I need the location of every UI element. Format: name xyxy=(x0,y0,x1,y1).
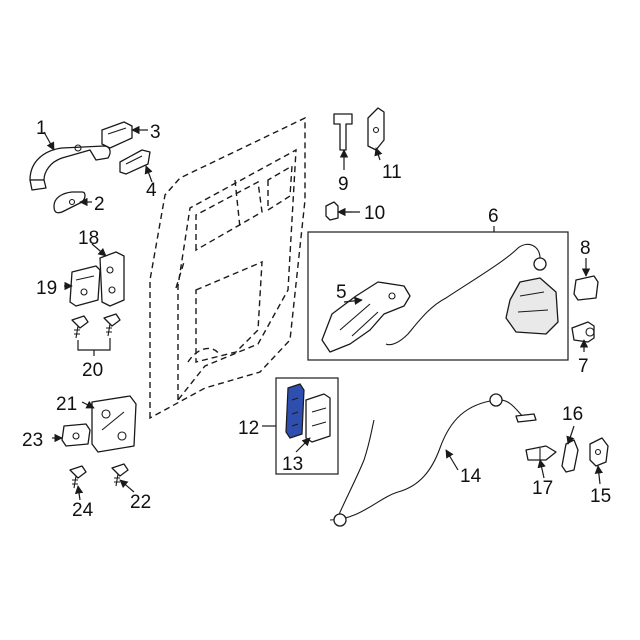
callout-leaders xyxy=(43,125,604,501)
callout-8: 8 xyxy=(580,238,591,259)
callout-11: 11 xyxy=(382,162,402,183)
cap-gasket xyxy=(119,149,151,175)
callout-7: 7 xyxy=(578,356,589,377)
callout-23: 23 xyxy=(22,430,43,451)
callout-20: 20 xyxy=(82,360,103,381)
callout-18: 18 xyxy=(78,228,99,249)
latch-bracket xyxy=(321,281,411,353)
callout-1: 1 xyxy=(36,118,47,139)
callout-17: 17 xyxy=(532,478,553,499)
door-frame-outline xyxy=(149,116,306,420)
lock-cable xyxy=(385,243,541,346)
cable-bracket xyxy=(589,437,609,467)
cylinder-clip xyxy=(573,275,599,301)
striker-bolt-left xyxy=(69,465,87,489)
cable-clip xyxy=(561,439,579,473)
callout-13: 13 xyxy=(282,454,303,475)
bolt xyxy=(325,201,352,221)
callout-9: 9 xyxy=(338,174,349,195)
callout-24: 24 xyxy=(72,500,94,521)
pivot-pin xyxy=(525,445,557,461)
callout-19: 19 xyxy=(36,278,57,299)
screw-pair xyxy=(71,313,121,339)
handle-cover-cap xyxy=(101,121,133,149)
handle-gasket xyxy=(53,191,86,214)
callout-5: 5 xyxy=(336,282,347,303)
lock-cylinder xyxy=(571,321,595,343)
callout-3: 3 xyxy=(150,122,161,143)
callout-labels: 1 2 3 4 5 6 7 8 9 10 11 12 13 14 15 16 1… xyxy=(22,118,611,521)
handle-bracket xyxy=(99,251,125,307)
lock-rod xyxy=(333,113,353,151)
callout-10: 10 xyxy=(364,203,385,224)
door-striker-plate xyxy=(91,395,137,453)
outside-door-handle xyxy=(29,144,111,191)
callout-16: 16 xyxy=(562,404,583,425)
inside-door-handle-highlighted xyxy=(285,383,305,439)
callout-6: 6 xyxy=(488,206,499,227)
callout-14: 14 xyxy=(460,466,482,487)
callout-2: 2 xyxy=(94,194,105,215)
callout-15: 15 xyxy=(590,486,611,507)
rod-bracket xyxy=(367,107,385,151)
striker-bolt-right xyxy=(111,463,129,487)
callout-12: 12 xyxy=(238,418,259,439)
handle-bezel xyxy=(305,393,331,443)
callout-22: 22 xyxy=(130,492,151,513)
striker-shim xyxy=(61,423,91,447)
callout-4: 4 xyxy=(146,180,157,201)
lock-assembly-box xyxy=(307,231,569,361)
callout-21: 21 xyxy=(56,394,77,415)
door-lock-actuator xyxy=(505,257,559,335)
release-cable xyxy=(329,393,537,527)
handle-reinforcement xyxy=(69,265,101,307)
